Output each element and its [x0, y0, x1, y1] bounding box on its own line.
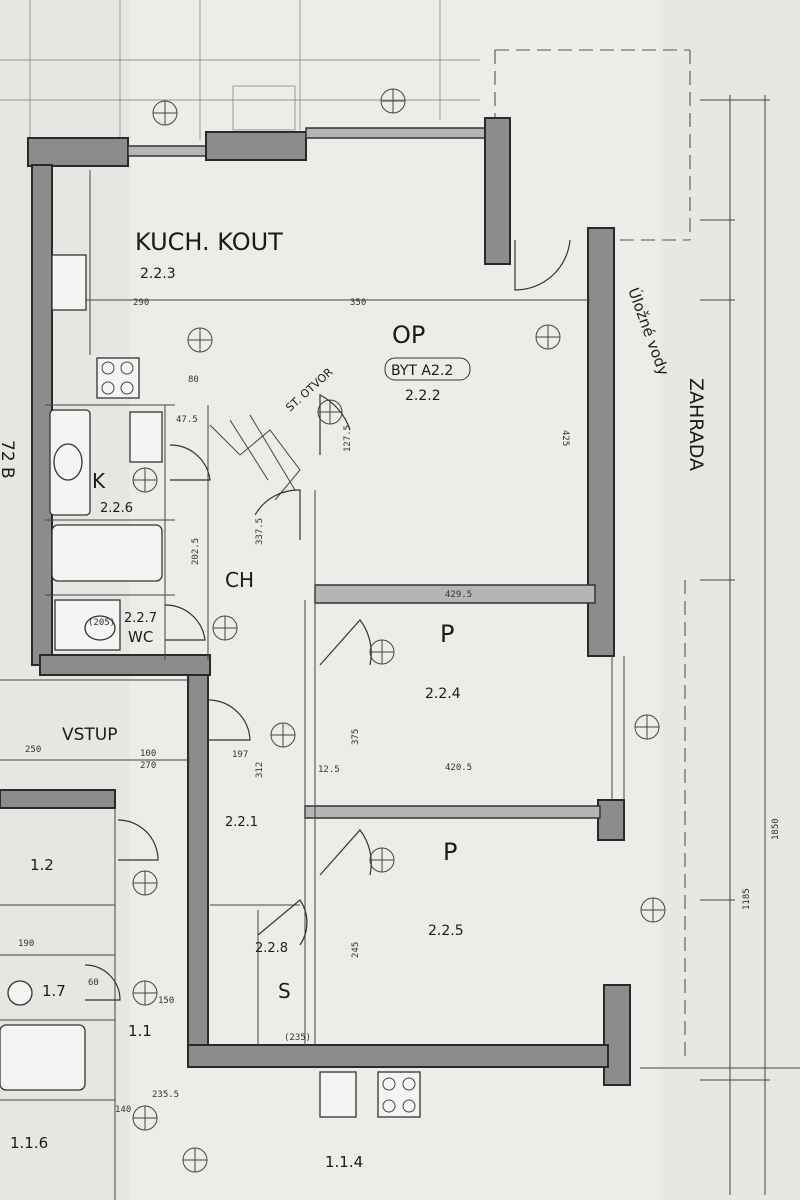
neighbor-unit: 1.7: [42, 982, 66, 1000]
dim-label: 235.5: [152, 1090, 179, 1100]
marker: [182, 1147, 208, 1173]
marker: [152, 100, 178, 126]
dim-label: 140: [115, 1105, 131, 1115]
dim-label: (205): [88, 618, 115, 628]
living-name: OP: [392, 321, 425, 349]
neighbor-unit: 1.2: [30, 856, 54, 874]
bath-name: K: [92, 469, 106, 493]
dim-label: (235): [284, 1033, 311, 1043]
marker: [270, 722, 296, 748]
kitchen-name: KUCH. KOUT: [135, 228, 283, 256]
wc-number: 2.2.7: [124, 611, 157, 626]
dim-label: 425: [560, 430, 570, 446]
neighbor-sink: [319, 1071, 357, 1118]
neighbor-labels: 1.2 1.7 1.1 1.1.6 1.1.4: [10, 856, 363, 1171]
marker: [380, 88, 406, 114]
bath-number: 2.2.6: [100, 501, 133, 516]
terrace-outline: [494, 49, 800, 1195]
dim-label: 150: [158, 996, 174, 1006]
neighbor-bathtub: [0, 1024, 86, 1091]
dim-label: 270: [140, 761, 156, 771]
dim-label: 47.5: [176, 415, 198, 425]
apartment-label: BYT A2.2: [391, 363, 453, 379]
marker: [132, 980, 158, 1006]
entry-name: VSTUP: [62, 725, 118, 745]
walls: [0, 117, 631, 1200]
dim-label: 80: [188, 375, 199, 385]
dim-label: 127.5: [343, 425, 353, 452]
apartment-tag: [384, 357, 471, 381]
bathtub: [51, 524, 163, 582]
hall-name: CH: [225, 568, 254, 592]
boiler: [129, 411, 163, 463]
living-number: 2.2.2: [405, 388, 441, 404]
dim-label: 190: [18, 939, 34, 949]
room1-number: 2.2.4: [425, 686, 461, 702]
wc-name: WC: [128, 628, 153, 646]
dim-label: 312: [255, 762, 265, 778]
dim-label: 350: [350, 298, 366, 308]
marker: [132, 870, 158, 896]
marker: [212, 615, 238, 641]
markers: [132, 88, 666, 1173]
marker: [132, 1105, 158, 1131]
storage-name: S: [278, 979, 291, 1003]
neighbor-unit: 1.1.4: [325, 1153, 363, 1171]
dim-label: 1185: [742, 888, 752, 910]
dim-label: 420.5: [445, 763, 472, 773]
dim-label: 245: [351, 942, 361, 958]
dim-label: 429.5: [445, 590, 472, 600]
dim-label: 250: [25, 745, 41, 755]
room1-name: P: [440, 620, 454, 648]
marker: [187, 327, 213, 353]
dim-label: 197: [232, 750, 248, 760]
kitchen-number: 2.2.3: [140, 266, 176, 282]
room2-number: 2.2.5: [428, 923, 464, 939]
dimensions: 290 350 425 127.5 202.5 337.5 429.5 420.…: [18, 298, 781, 1115]
doors: [84, 239, 571, 1001]
marker: [535, 324, 561, 350]
marker: [132, 467, 158, 493]
room-labels: KUCH. KOUT 2.2.3 OP BYT A2.2 2.2.2 K 2.2…: [62, 228, 471, 1003]
marker: [369, 847, 395, 873]
kitchen-sink: [51, 254, 87, 311]
fixtures: [0, 254, 421, 1118]
storage-number: 2.2.8: [255, 941, 288, 956]
neighbor-unit: 1.1.6: [10, 1134, 48, 1152]
room2-name: P: [443, 838, 457, 866]
left-mark: 72 B: [0, 440, 17, 479]
hall-number: 2.2.1: [225, 815, 258, 830]
dim-label: 100: [140, 749, 156, 759]
neighbor-unit: 1.1: [128, 1022, 152, 1040]
dim-label: 202.5: [191, 538, 201, 565]
dim-label: 12.5: [318, 765, 340, 775]
marker: [317, 399, 343, 425]
neighbor-basin: [7, 980, 33, 1006]
dim-label: 337.5: [255, 518, 265, 545]
dim-label: 60: [88, 978, 99, 988]
marker: [640, 897, 666, 923]
marker: [634, 714, 660, 740]
dim-label: 375: [351, 729, 361, 745]
dim-label: 1850: [771, 818, 781, 840]
garden-label: ZAHRADA: [685, 378, 707, 471]
dim-label: 290: [133, 298, 149, 308]
marker: [369, 639, 395, 665]
